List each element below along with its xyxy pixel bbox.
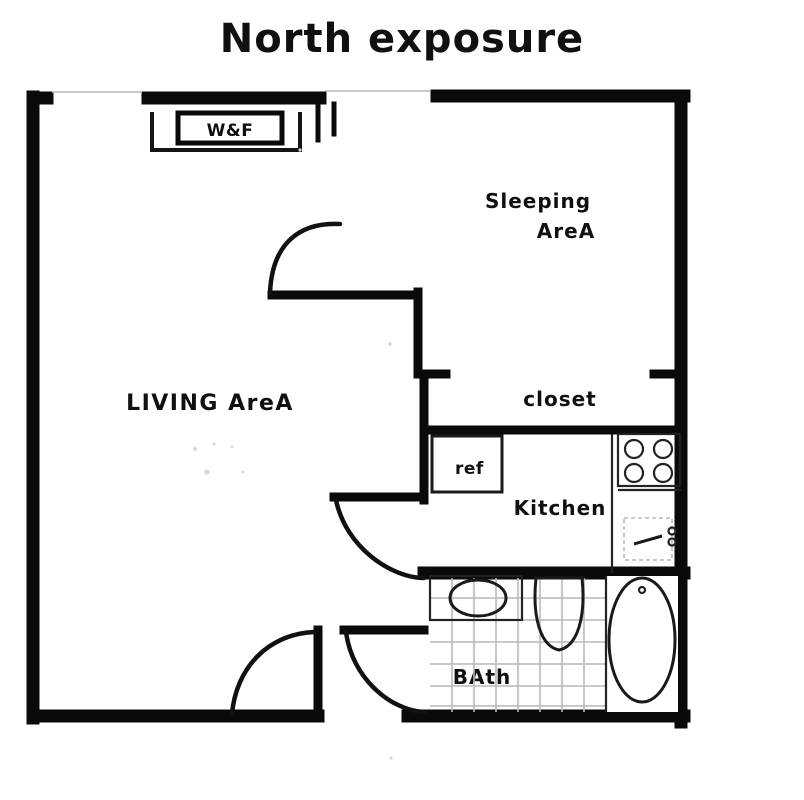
burner-front-right [652,462,674,484]
fireplace-group: W&F [150,101,337,152]
door-swings [229,221,427,717]
door-sleeping-area [267,221,343,296]
label-living-area: LIVING AreA [126,391,294,416]
kitchen-sink-group [623,517,677,561]
door-kitchen [333,497,427,581]
burner-front-left [623,462,645,484]
door-entry [229,629,317,717]
label-sleeping-area-line1: Sleeping [485,189,591,213]
page-title: North exposure [220,16,584,62]
fireplace-label: W&F [207,121,254,141]
bathtub-group [606,576,678,712]
label-sleeping-area-line2: AreA [537,219,595,243]
stove-range-group [610,432,682,573]
burner-back-left [623,438,645,460]
label-kitchen: Kitchen [514,496,607,520]
interior-walls [267,287,691,721]
door-bath [343,629,427,715]
label-closet: closet [523,387,596,411]
refrigerator-label: ref [455,459,484,479]
north-window-ticks [52,90,430,93]
toilet-group [533,576,585,652]
exterior-walls [26,89,691,729]
scan-artifacts [193,148,393,760]
refrigerator-group: ref [430,434,504,494]
bathroom-vanity-group [428,574,524,622]
burner-back-right [652,438,674,460]
label-bath: BAth [453,665,512,689]
